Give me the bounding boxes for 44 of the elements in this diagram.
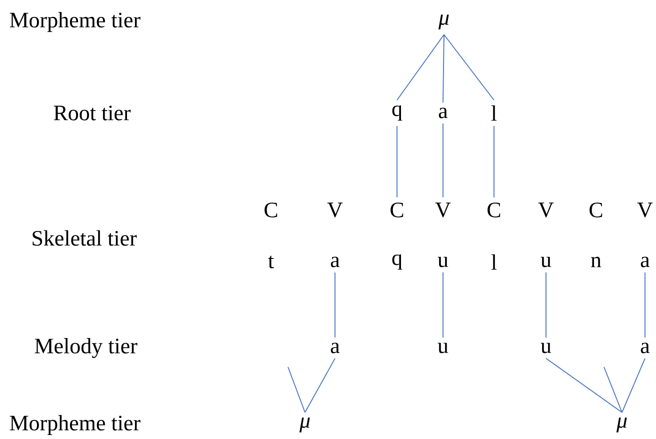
segment-letter: V — [435, 202, 451, 218]
segment-letter: u — [540, 256, 552, 268]
segment-letter: a — [438, 108, 448, 118]
segment-letter: a — [330, 342, 340, 354]
segment-letter: u — [438, 342, 448, 354]
association-line — [604, 366, 622, 413]
tier-label: Root tier — [54, 106, 131, 120]
association-line — [396, 34, 444, 101]
segment-letter: C — [488, 202, 500, 218]
segment-letter: q — [392, 105, 402, 121]
association-line — [304, 358, 336, 413]
segment-letter: C — [590, 202, 602, 218]
association-line — [644, 272, 646, 338]
segment-letter: l — [491, 254, 497, 270]
segment-letter: V — [327, 202, 343, 218]
segment-letter: n — [591, 256, 602, 268]
tier-label: Morpheme tier — [10, 12, 140, 32]
morpheme-symbol: μ — [616, 418, 627, 432]
segment-letter: a — [640, 342, 650, 354]
association-line — [396, 125, 398, 198]
segment-letter: l — [491, 105, 497, 121]
tier-label: Morpheme tier — [10, 415, 140, 435]
association-line — [442, 123, 444, 198]
tier-label: Skeletal tier — [32, 230, 137, 246]
segment-letter: q — [392, 254, 402, 270]
segment-letter: a — [330, 256, 340, 268]
association-line — [442, 34, 444, 103]
segment-letter: t — [268, 256, 274, 268]
segment-letter: C — [390, 202, 404, 218]
association-line — [622, 358, 646, 413]
segment-letter: a — [640, 256, 650, 268]
association-line — [442, 272, 444, 338]
tier-label: Melody tier — [34, 338, 138, 358]
association-line — [444, 34, 494, 101]
segment-letter: u — [438, 256, 448, 268]
segment-letter: C — [264, 202, 278, 218]
association-line — [334, 272, 336, 338]
morpheme-symbol: μ — [299, 418, 310, 432]
segment-letter: u — [540, 342, 552, 354]
association-line — [288, 366, 306, 413]
segment-letter: V — [538, 202, 554, 218]
segment-letter: V — [637, 202, 653, 218]
association-line — [546, 358, 622, 413]
morpheme-symbol: μ — [438, 14, 449, 30]
